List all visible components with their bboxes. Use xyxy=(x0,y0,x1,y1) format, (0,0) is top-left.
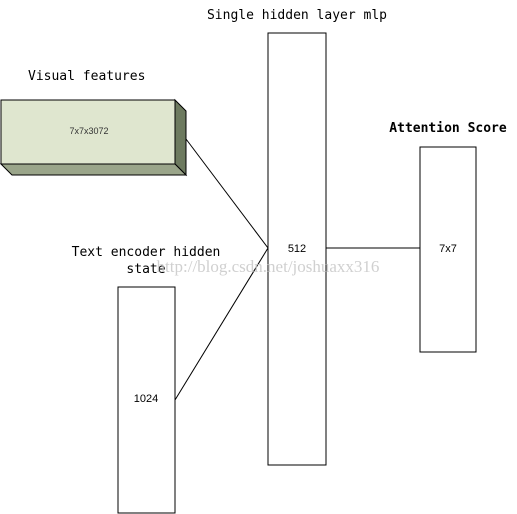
hidden-layer-dims: 512 xyxy=(288,243,306,255)
visual-features-front-face xyxy=(0,99,176,165)
diagram-title: Single hidden layer mlp xyxy=(207,8,387,23)
visual-features-dims: 7x7x3072 xyxy=(69,126,108,136)
visual-features-label: Visual features xyxy=(28,69,145,84)
text-encoder-label-line1: Text encoder hidden xyxy=(72,245,221,260)
hidden-layer-box xyxy=(267,32,327,466)
attention-box xyxy=(419,146,477,353)
visual-features-bottom-face xyxy=(0,163,188,176)
text-encoder-block: Text encoder hidden state 1024 xyxy=(72,245,221,514)
watermark-url: http://blog.csdn.net/joshuaxx316 xyxy=(157,257,380,276)
visual-features-block: Visual features 7x7x3072 xyxy=(0,69,188,177)
text-encoder-dims: 1024 xyxy=(134,393,158,405)
edge-visual-to-hidden xyxy=(185,138,269,249)
visual-features-side-face xyxy=(174,98,187,177)
attention-label: Attention Score xyxy=(389,121,507,136)
attention-block: Attention Score 7x7 xyxy=(389,121,507,353)
edge-text-to-hidden xyxy=(174,247,269,401)
attention-dims: 7x7 xyxy=(439,243,457,255)
text-encoder-label-line2: state xyxy=(126,262,165,277)
hidden-layer-block: 512 xyxy=(267,32,327,466)
